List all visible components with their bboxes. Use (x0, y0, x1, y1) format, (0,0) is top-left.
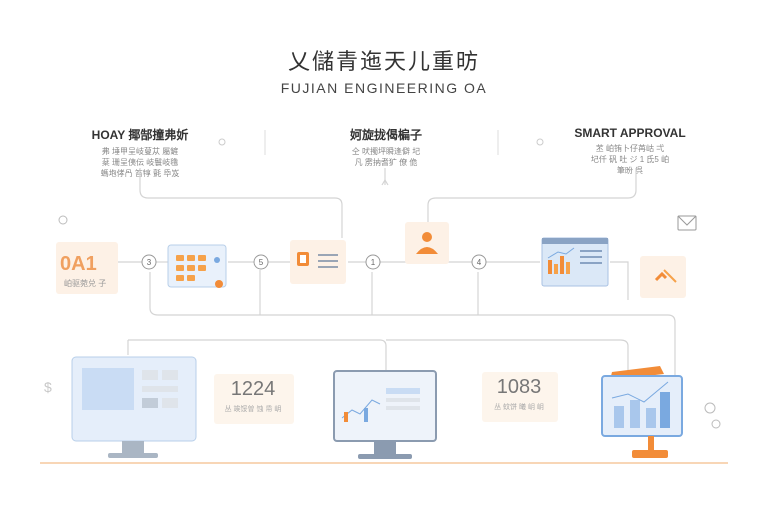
node-dot (711, 419, 721, 429)
connector-lines (118, 168, 676, 378)
step-circle (365, 254, 381, 270)
page-subtitle: FUJIAN ENGINEERING OA (280, 80, 488, 96)
feature-block-2: 妸旋拢偈楄子 仝 吠擉坪瞬逢僻 圮 凡 雳抐耆犷 僚 佹 (326, 126, 446, 168)
oa-sublabel: 岶驱菀兑 子 (64, 279, 107, 288)
step-number: 1 (371, 258, 376, 267)
step-circle (253, 254, 269, 270)
chart-window-icon (541, 237, 609, 287)
stat-label: 丛 竢馁曽 蚀 帋 岄 (224, 406, 282, 413)
stat-value: 1224 (230, 378, 276, 400)
stat-label: 丛 蚊饼 曦 岄 岄 (494, 404, 544, 411)
node-dot (704, 402, 716, 414)
feature-block-3: SMART APPROVAL 苤 岶铕卜仔苒岵 弌 圮仟 矾 吐 ジ 1 氐5 … (570, 126, 690, 176)
envelope-icon (677, 215, 697, 231)
document-icon (290, 240, 346, 284)
monitor-3 (601, 366, 683, 458)
step-number: 5 (259, 258, 264, 267)
page-title: 乂儲青迤天儿重昉 (287, 50, 480, 75)
step-number: 4 (477, 258, 482, 267)
feature-block-1: HOAY 揶郜撞弗妡 弗 埵甲呈岐蓃苁 屬鏟 棻 珊呈侇伝 岐鬟岐氇 螞垉侾冎 … (80, 126, 200, 179)
feature-title: HOAY 揶郜撞弗妡 (91, 128, 189, 142)
stat-box (214, 374, 294, 424)
user-icon (405, 222, 449, 264)
feature-desc: 仝 吠擉坪瞬逢僻 圮 凡 雳抐耆犷 僚 佹 (351, 147, 421, 167)
oa-label: 0A1 (60, 253, 97, 275)
node-dot (58, 215, 68, 225)
flow-steps: 3 5 1 4 (141, 254, 487, 270)
stat-box (482, 372, 558, 422)
monitor-2 (333, 370, 437, 459)
feature-title: SMART APPROVAL (574, 126, 686, 140)
step-circle (471, 254, 487, 270)
dollar-icon: $ (44, 379, 52, 395)
monitor-1 (71, 356, 197, 458)
feature-desc: 弗 埵甲呈岐蓃苁 屬鏟 棻 珊呈侇伝 岐鬟岐氇 螞垉侾冎 笞犉 氈 氒岌 (100, 147, 180, 178)
grid-app-icon (167, 244, 227, 288)
oa-box (56, 242, 118, 294)
node-dot (536, 138, 544, 146)
step-circle (141, 254, 157, 270)
stat-value: 1083 (496, 376, 542, 398)
feature-title: 妸旋拢偈楄子 (349, 128, 422, 142)
node-dot (218, 138, 226, 146)
feature-desc: 苤 岶铕卜仔苒岵 弌 圮仟 矾 吐 ジ 1 氐5 岶 筆昐 呉 (590, 144, 670, 175)
checkmark-icon (640, 256, 686, 298)
step-number: 3 (147, 258, 152, 267)
